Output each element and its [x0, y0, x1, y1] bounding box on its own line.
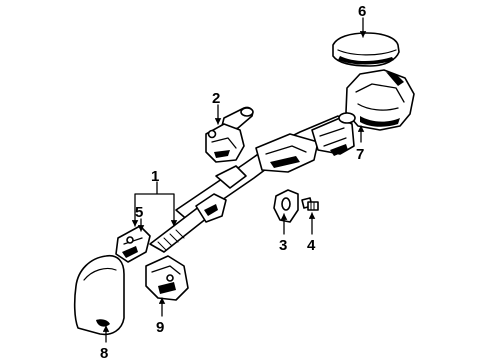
part-universal-joint [115, 225, 151, 263]
part-switch-housing [205, 106, 254, 163]
part-lower-column-cover [345, 69, 415, 131]
callout-9: 9 [156, 319, 164, 336]
callout-1: 1 [151, 168, 159, 185]
part-intermediate-shaft [149, 193, 227, 253]
callout-8: 8 [100, 345, 108, 360]
part-upper-column-cover [332, 32, 400, 67]
leader-lines [102, 17, 367, 343]
part-steering-column [175, 112, 356, 223]
part-bolt [301, 197, 319, 211]
callout-4: 4 [307, 237, 316, 254]
callout-7: 7 [356, 146, 364, 163]
callout-2: 2 [212, 90, 220, 107]
part-column-boot [73, 254, 125, 336]
callout-3: 3 [279, 237, 287, 254]
part-small-bracket [273, 189, 299, 223]
callout-5: 5 [135, 204, 143, 221]
callout-6: 6 [358, 3, 366, 20]
part-lower-bracket [145, 255, 189, 301]
